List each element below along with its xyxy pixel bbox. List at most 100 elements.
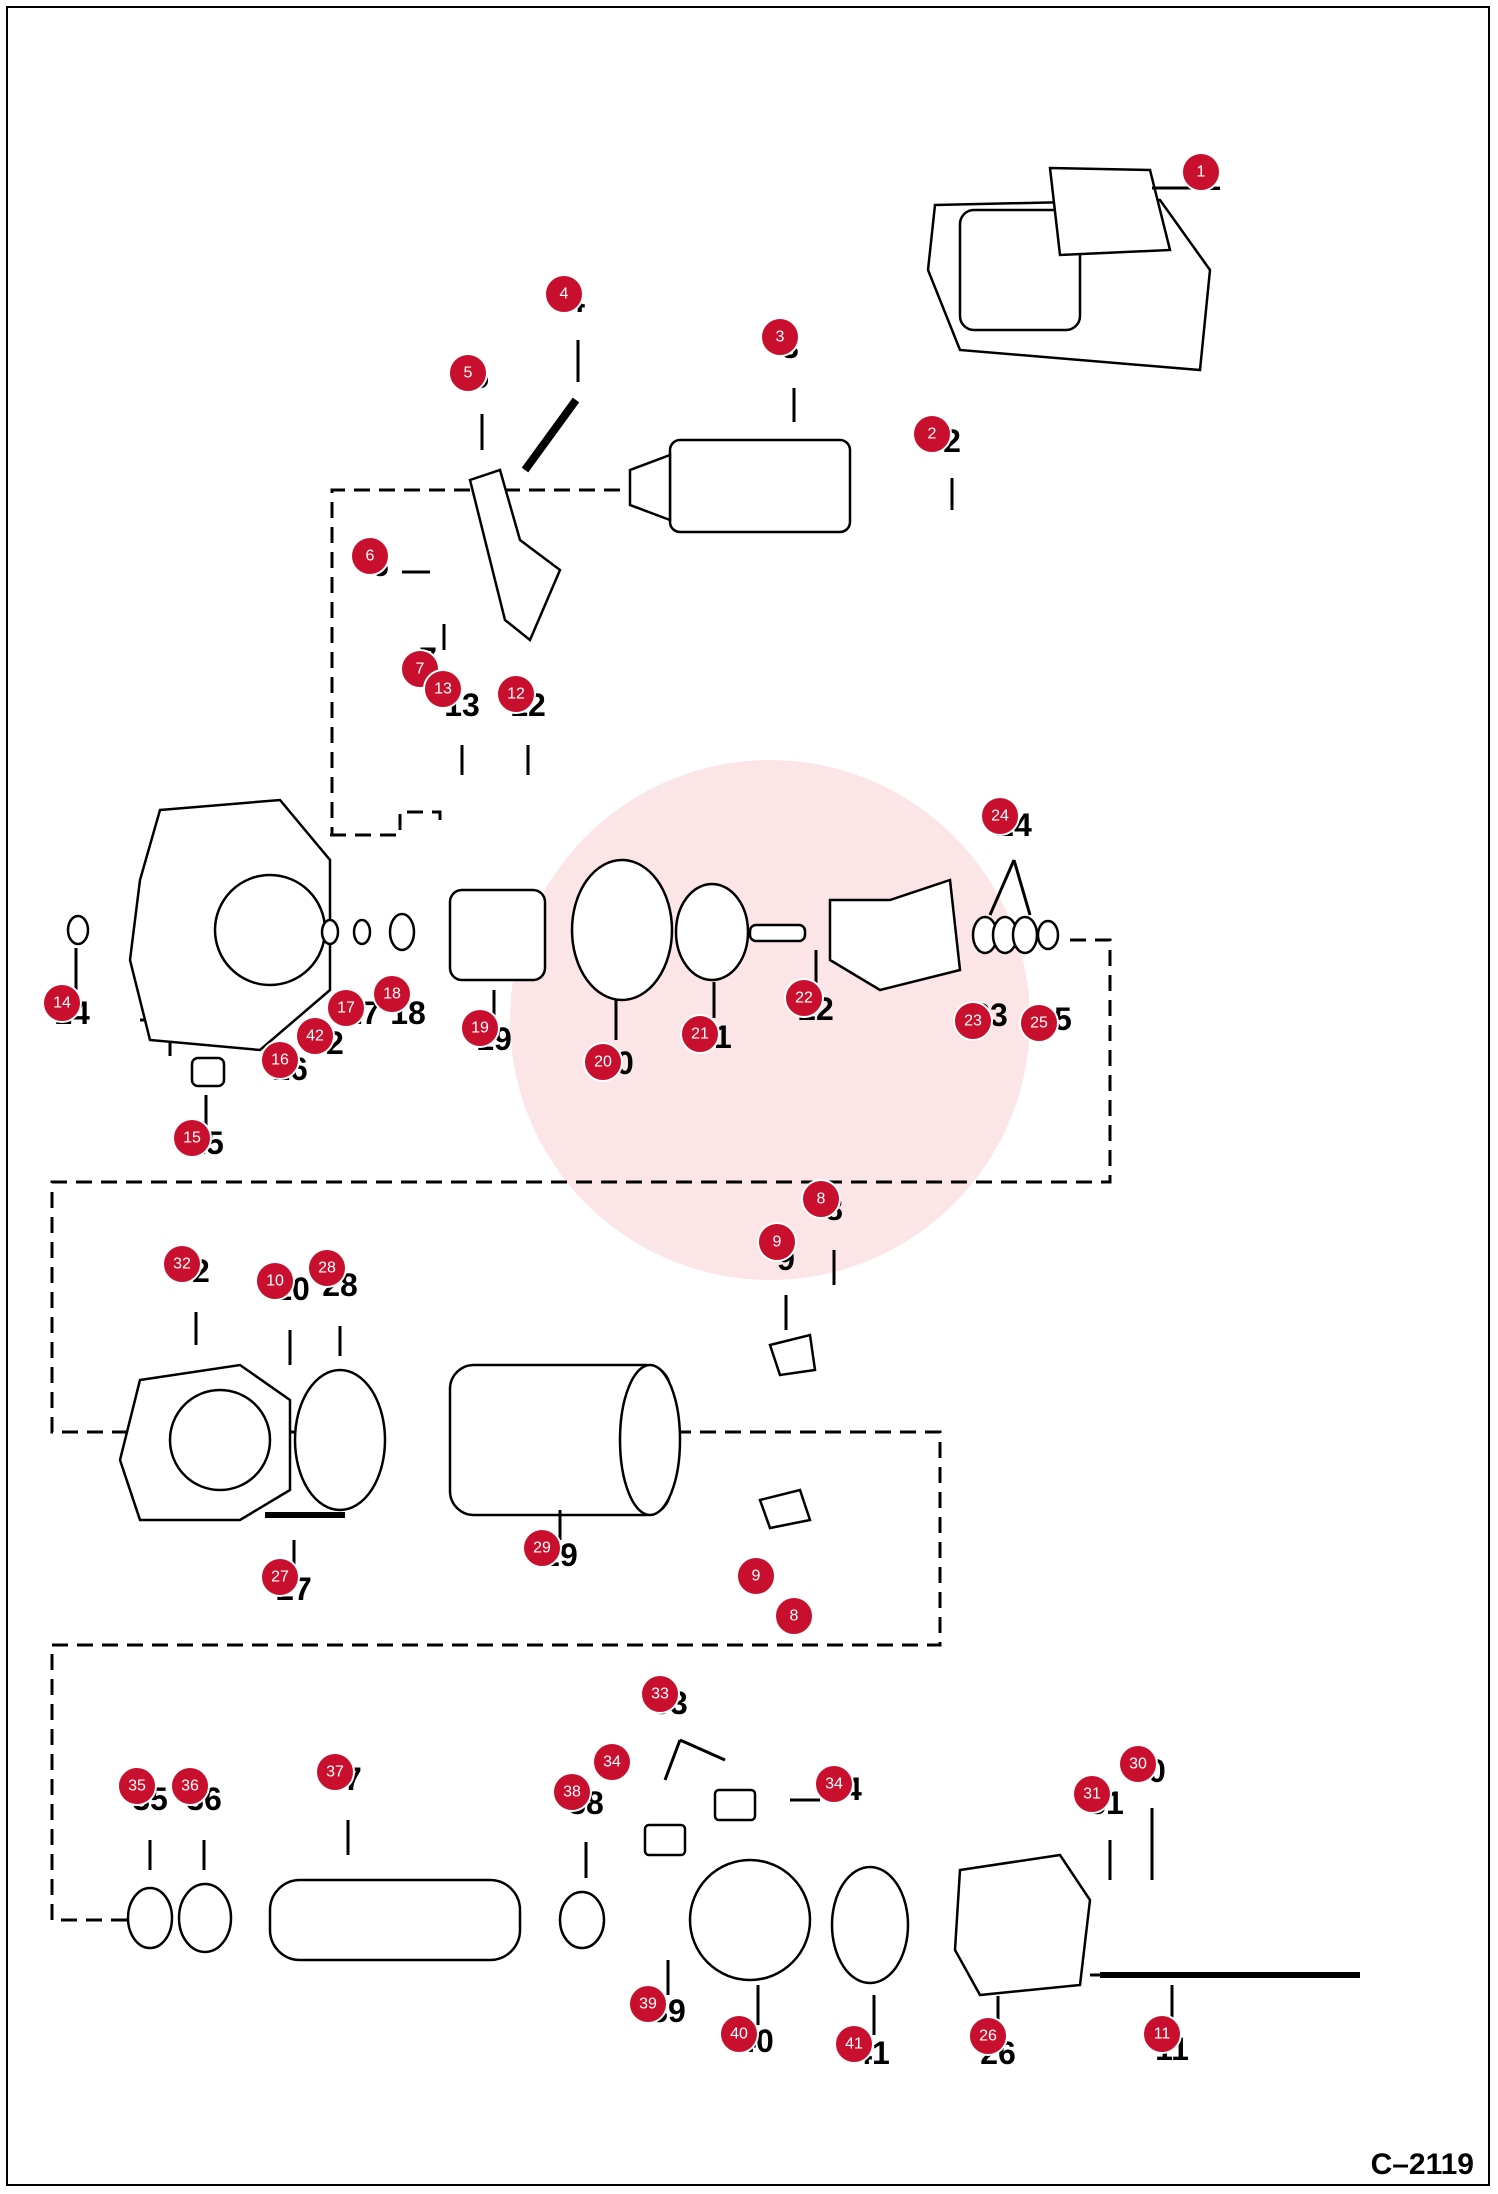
callout-badge-circle — [784, 978, 824, 1018]
callout-badge-circle — [260, 1557, 300, 1597]
callout-42[interactable]: 42 — [295, 1016, 335, 1056]
callout-badge-circle — [307, 1248, 347, 1288]
callout-19[interactable]: 19 — [460, 1008, 500, 1048]
callout-23[interactable]: 23 — [953, 1001, 993, 1041]
callout-label: 1 — [1197, 164, 1206, 181]
callout-label: 30 — [1129, 1756, 1147, 1773]
callout-label: 38 — [563, 1784, 581, 1801]
callout-label: 31 — [1083, 1786, 1101, 1803]
callout-5[interactable]: 5 — [448, 353, 488, 393]
callout-31[interactable]: 31 — [1072, 1774, 1112, 1814]
callout-label: 21 — [691, 1026, 709, 1043]
starter-motor-assembly — [926, 166, 1212, 372]
callout-10[interactable]: 10 — [255, 1261, 295, 1301]
callout-34[interactable]: 34 — [592, 1742, 632, 1782]
callout-label: 26 — [979, 2028, 997, 2045]
callout-label: 42 — [306, 1028, 324, 1045]
callout-34[interactable]: 34 — [814, 1764, 854, 1804]
callout-badge-circle — [719, 2014, 759, 2054]
callout-16[interactable]: 16 — [260, 1040, 300, 1080]
callout-22[interactable]: 22 — [784, 978, 824, 1018]
callout-label: 32 — [173, 1256, 191, 1273]
callout-39[interactable]: 39 — [628, 1984, 668, 2024]
callout-37[interactable]: 37 — [315, 1752, 355, 1792]
callout-6[interactable]: 6 — [350, 536, 390, 576]
callout-label: 2 — [928, 426, 937, 443]
callout-27[interactable]: 27 — [260, 1557, 300, 1597]
callout-41[interactable]: 41 — [834, 2024, 874, 2064]
callout-badge-circle — [170, 1766, 210, 1806]
callout-18[interactable]: 18 — [372, 974, 412, 1014]
callout-38[interactable]: 38 — [552, 1772, 592, 1812]
callout-24[interactable]: 24 — [980, 796, 1020, 836]
callout-label: 34 — [825, 1776, 843, 1793]
callout-badge-circle — [760, 317, 800, 357]
callout-label: 12 — [507, 686, 525, 703]
callout-label: 33 — [651, 1686, 669, 1703]
callout-badge-circle — [757, 1222, 797, 1262]
callout-9[interactable]: 9 — [736, 1556, 776, 1596]
callout-label: 25 — [1030, 1015, 1048, 1032]
callout-label: 9 — [752, 1568, 761, 1585]
callout-40[interactable]: 40 — [719, 2014, 759, 2054]
watermark-logo — [510, 760, 1030, 1280]
callout-29[interactable]: 29 — [522, 1528, 562, 1568]
callout-20[interactable]: 20 — [583, 1042, 623, 1082]
callout-label: 13 — [434, 681, 452, 698]
callout-4[interactable]: 4 — [544, 274, 584, 314]
drive-parts-row — [66, 858, 1060, 1088]
callout-badge-circle — [1181, 152, 1221, 192]
callout-32[interactable]: 32 — [162, 1244, 202, 1284]
armature-row — [126, 1788, 1360, 1997]
callout-9[interactable]: 9 — [757, 1222, 797, 1262]
callout-badge-circle — [522, 1528, 562, 1568]
callout-8[interactable]: 8 — [774, 1596, 814, 1636]
diagram-frame — [6, 6, 1490, 2186]
callout-label: 5 — [464, 365, 473, 382]
callout-30[interactable]: 30 — [1118, 1744, 1158, 1784]
callout-badge-circle — [1019, 1003, 1059, 1043]
callout-badge-circle — [255, 1261, 295, 1301]
callout-badge-circle — [774, 1596, 814, 1636]
callout-badge-circle — [592, 1742, 632, 1782]
callout-label: 16 — [271, 1052, 289, 1069]
callout-25[interactable]: 25 — [1019, 1003, 1059, 1043]
callout-13[interactable]: 13 — [423, 669, 463, 709]
callout-12[interactable]: 12 — [496, 674, 536, 714]
callout-badge-circle — [814, 1764, 854, 1804]
callout-2[interactable]: 2 — [912, 414, 952, 454]
callout-36[interactable]: 36 — [170, 1766, 210, 1806]
callout-11[interactable]: 11 — [1142, 2014, 1182, 2054]
callout-14[interactable]: 14 — [42, 983, 82, 1023]
callout-17[interactable]: 17 — [326, 988, 366, 1028]
callout-15[interactable]: 15 — [172, 1118, 212, 1158]
callout-label: 17 — [337, 1000, 355, 1017]
callout-badge-circle — [172, 1118, 212, 1158]
callout-8[interactable]: 8 — [801, 1179, 841, 1219]
callout-28[interactable]: 28 — [307, 1248, 347, 1288]
callout-badge-circle — [980, 796, 1020, 836]
callout-badge-circle — [448, 353, 488, 393]
leader-lines — [74, 186, 1212, 2035]
callout-1[interactable]: 1 — [1181, 152, 1221, 192]
callout-35[interactable]: 35 — [117, 1766, 157, 1806]
drive-end-housing — [128, 798, 332, 1052]
callout-26[interactable]: 26 — [968, 2016, 1008, 2056]
callout-label: 36 — [181, 1778, 199, 1795]
callout-badge-circle — [544, 274, 584, 314]
callout-3[interactable]: 3 — [760, 317, 800, 357]
callout-badge-circle — [736, 1556, 776, 1596]
callout-badge-circle — [162, 1244, 202, 1284]
callout-label: 41 — [845, 2036, 863, 2053]
callout-label: 24 — [991, 808, 1009, 825]
callout-33[interactable]: 33 — [640, 1674, 680, 1714]
callout-label: 18 — [383, 986, 401, 1003]
callout-label: 23 — [964, 1013, 982, 1030]
callout-label: 11 — [1154, 2026, 1171, 2043]
callout-21[interactable]: 21 — [680, 1014, 720, 1054]
callout-label: 39 — [639, 1996, 657, 2013]
callout-label: 4 — [560, 286, 569, 303]
callout-badge-circle — [1118, 1744, 1158, 1784]
callout-badge-circle — [117, 1766, 157, 1806]
callout-label: 10 — [266, 1273, 284, 1290]
